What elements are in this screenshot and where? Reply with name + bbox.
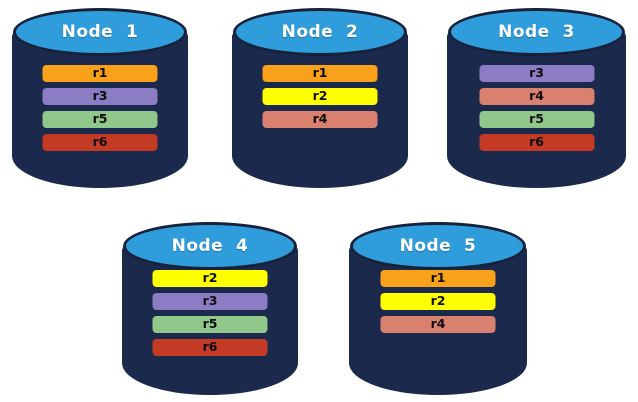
db-node-5: Node 5 r1 r2 r4 [349,222,527,395]
cylinder-body [447,31,626,188]
cylinder-body [12,31,188,188]
record-bar-r6: r6 [479,134,594,151]
record-bar-list: r3 r4 r5 r6 [479,65,594,151]
node-label: Node 3 [498,22,575,42]
record-bar-r5: r5 [42,111,158,128]
record-bar-r6: r6 [42,134,158,151]
node-label: Node 4 [171,236,249,256]
record-bar-r3: r3 [42,88,158,105]
record-bar-list: r1 r2 r4 [380,270,496,333]
cylinder-top: Node 4 [123,222,297,270]
db-node-1: Node 1 r1 r3 r5 r6 [12,8,188,188]
record-bar-r4: r4 [479,88,594,105]
cylinder-top: Node 1 [13,8,187,56]
record-bar-r4: r4 [380,316,496,333]
record-bar-list: r2 r3 r5 r6 [152,270,268,356]
record-bar-r3: r3 [152,293,268,310]
record-bar-r5: r5 [152,316,268,333]
record-bar-r5: r5 [479,111,594,128]
node-label: Node 2 [281,22,359,42]
record-bar-r2: r2 [380,293,496,310]
cylinder-top: Node 2 [233,8,407,56]
record-bar-r4: r4 [262,111,378,128]
cylinder-body [232,31,408,188]
node-label: Node 1 [61,22,139,42]
record-bar-r1: r1 [262,65,378,82]
cylinder-top: Node 5 [350,222,526,270]
db-node-4: Node 4 r2 r3 r5 r6 [122,222,298,395]
cylinder-top: Node 3 [448,8,625,56]
record-bar-list: r1 r3 r5 r6 [42,65,158,151]
record-bar-r3: r3 [479,65,594,82]
record-bar-r1: r1 [380,270,496,287]
record-bar-r2: r2 [152,270,268,287]
record-bar-r1: r1 [42,65,158,82]
db-node-3: Node 3 r3 r4 r5 r6 [447,8,626,188]
record-bar-list: r1 r2 r4 [262,65,378,128]
db-node-2: Node 2 r1 r2 r4 [232,8,408,188]
record-bar-r6: r6 [152,339,268,356]
node-label: Node 5 [399,236,477,256]
record-bar-r2: r2 [262,88,378,105]
